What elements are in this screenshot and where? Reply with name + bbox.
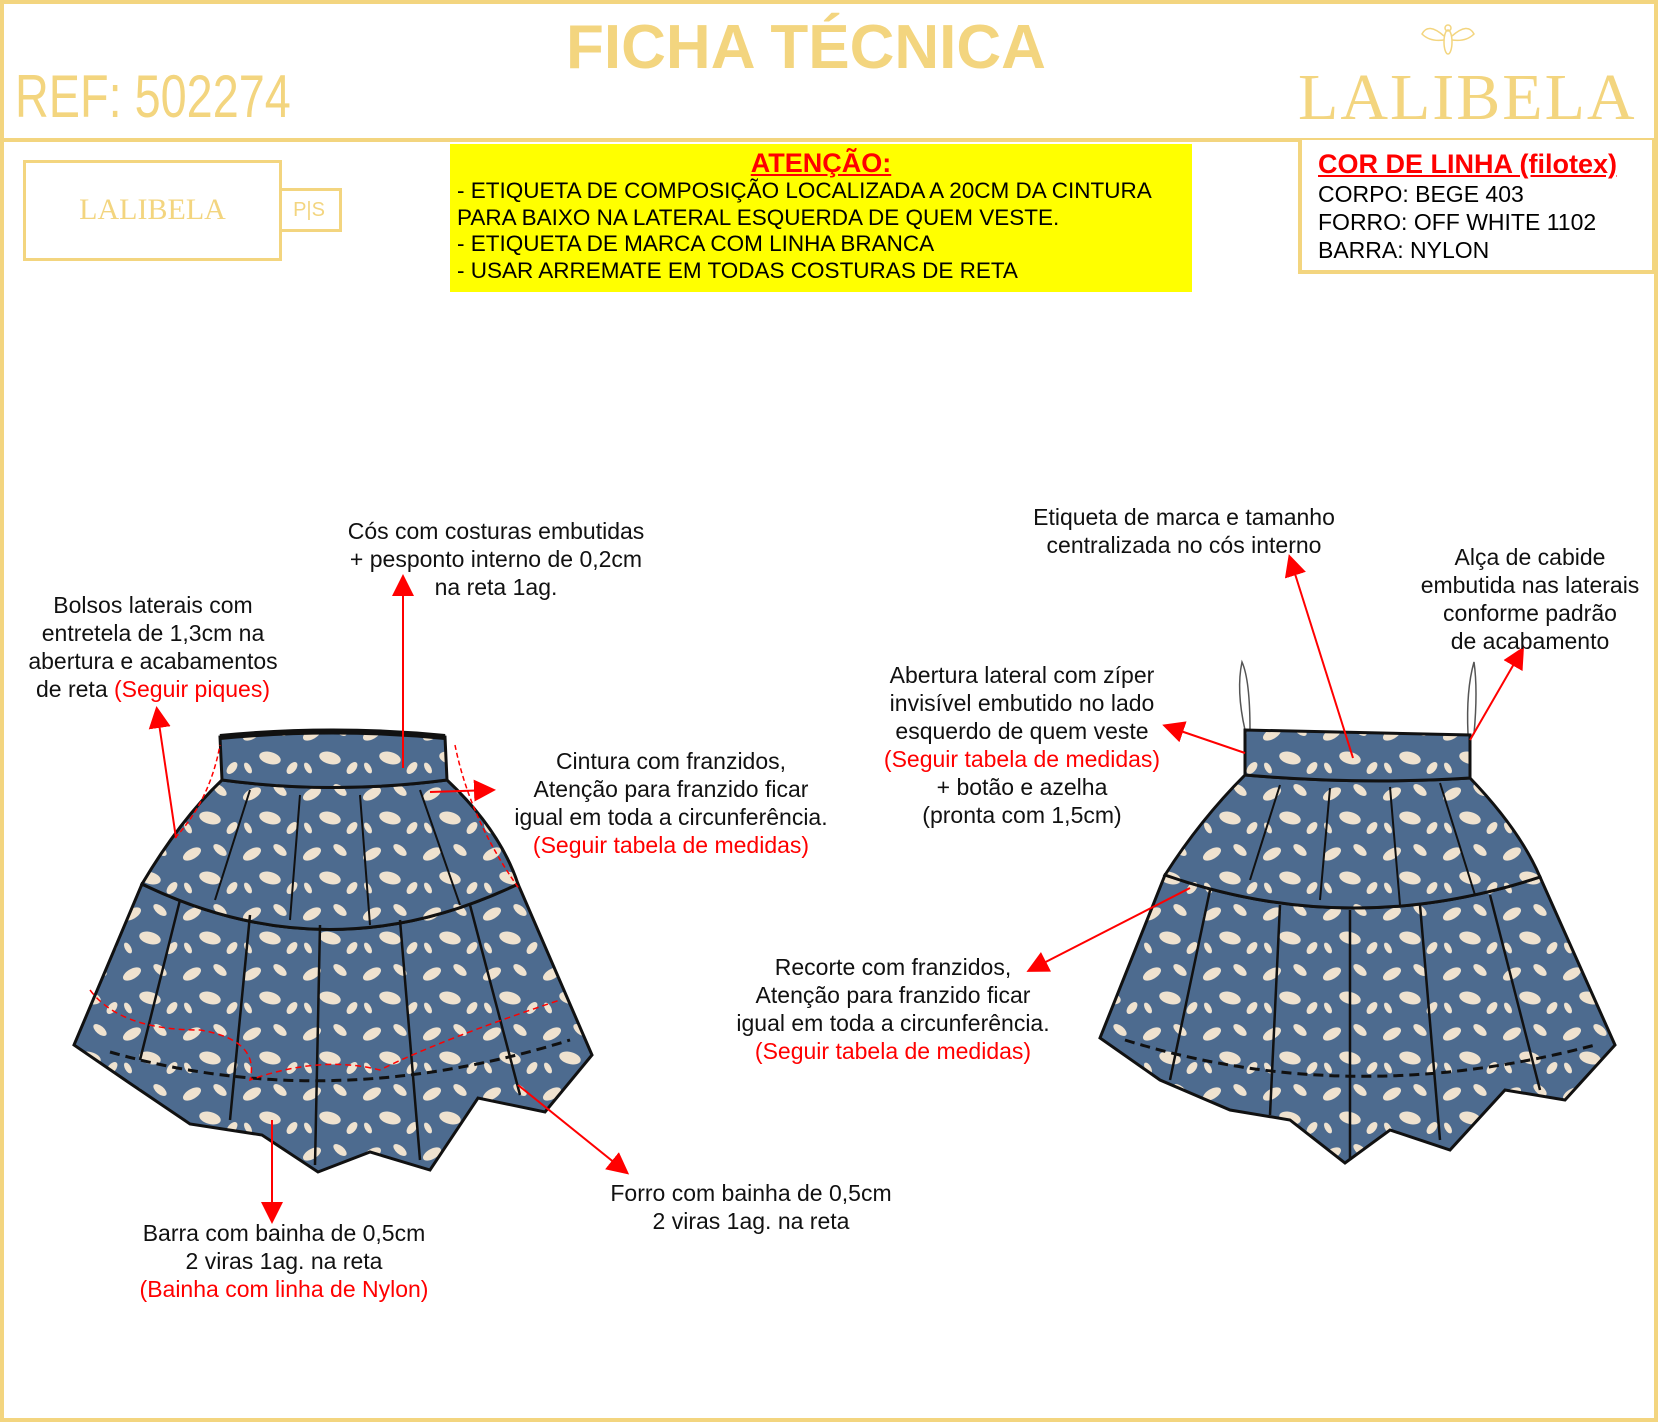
note-line: na reta 1ag. xyxy=(434,574,558,600)
note-waist-gathers: Cintura com franzidos, Atenção para fran… xyxy=(514,747,827,859)
attention-line: PARA BAIXO NA LATERAL ESQUERDA DE QUEM V… xyxy=(457,204,1060,230)
size-label: P|S xyxy=(279,188,342,232)
front-waistband xyxy=(218,731,449,789)
thread-lining: FORRO: OFF WHITE 1102 xyxy=(1318,209,1597,235)
brand-logo: LALIBELA xyxy=(1298,61,1637,134)
note-red-text: (Seguir piques) xyxy=(114,676,270,702)
page-title: FICHA TÉCNICA xyxy=(566,13,1046,82)
brand-label-sample: LALIBELA xyxy=(23,160,282,261)
attention-line: - ETIQUETA DE MARCA COM LINHA BRANCA xyxy=(457,231,935,256)
note-line: Atenção para franzido ficar xyxy=(533,776,809,802)
note-line: igual em toda a circunferência. xyxy=(514,804,828,830)
note-line: Alça de cabide xyxy=(1454,544,1606,570)
note-line: conforme padrão xyxy=(1443,600,1617,626)
note-line: Etiqueta de marca e tamanho xyxy=(1033,504,1335,530)
note-hanger-loop: Alça de cabide embutida nas laterais con… xyxy=(1421,543,1640,655)
back-strap-left xyxy=(1238,659,1251,731)
back-waistband xyxy=(1243,728,1472,783)
thread-hem: BARRA: NYLON xyxy=(1318,237,1490,263)
annotation-arrows xyxy=(148,554,1525,1224)
skirt-front-drawing xyxy=(72,728,594,1174)
note-line: entretela de 1,3cm na xyxy=(41,620,265,646)
arrow-alca xyxy=(1469,646,1525,741)
skirt-back-drawing xyxy=(1098,659,1617,1165)
note-line: de reta (Seguir piques) xyxy=(28,675,277,703)
note-line: Abertura lateral com zíper xyxy=(889,662,1155,688)
arrow-recorte xyxy=(1026,887,1191,972)
back-strap-right xyxy=(1466,661,1477,735)
thread-title: COR DE LINHA (filotex) xyxy=(1318,149,1617,179)
note-line: + botão e azelha xyxy=(936,774,1108,800)
note-red-text: (Seguir tabela de medidas) xyxy=(754,1038,1032,1064)
thread-body: CORPO: BEGE 403 xyxy=(1318,181,1524,207)
note-lining-hem: Forro com bainha de 0,5cm 2 viras 1ag. n… xyxy=(610,1179,891,1235)
note-red-text: (Seguir tabela de medidas) xyxy=(532,832,810,858)
note-brand-label: Etiqueta de marca e tamanho centralizada… xyxy=(1033,503,1335,559)
note-red-text: (Seguir tabela de medidas) xyxy=(883,746,1161,772)
arrow-etiqueta xyxy=(1284,554,1354,759)
note-line: Barra com bainha de 0,5cm xyxy=(142,1220,426,1246)
label-brand: LALIBELA xyxy=(79,193,226,226)
note-line: + pesponto interno de 0,2cm xyxy=(349,546,643,572)
note-line: igual em toda a circunferência. xyxy=(736,1010,1050,1036)
note-red-text: (Bainha com linha de Nylon) xyxy=(139,1276,429,1302)
arrow-abertura xyxy=(1162,721,1246,754)
note-tier-gathers: Recorte com franzidos, Atenção para fran… xyxy=(736,953,1049,1065)
note-line: de acabamento xyxy=(1450,628,1610,654)
bee-logo-icon xyxy=(1421,24,1475,55)
back-upper-tier xyxy=(1162,773,1543,910)
arrow-cintura xyxy=(429,779,496,802)
front-upper-tier xyxy=(139,778,520,931)
note-line: 2 viras 1ag. na reta xyxy=(185,1248,383,1274)
note-line: invisível embutido no lado xyxy=(889,690,1155,716)
attention-line: - USAR ARREMATE EM TODAS COSTURAS DE RET… xyxy=(457,257,1018,283)
note-side-zipper: Abertura lateral com zíper invisível emb… xyxy=(884,661,1160,829)
note-line: Cós com costuras embutidas xyxy=(347,518,645,544)
arrow-forro xyxy=(517,1084,630,1175)
note-line: centralizada no cós interno xyxy=(1046,532,1322,558)
attention-box: ATENÇÃO: - ETIQUETA DE COMPOSIÇÃO LOCALI… xyxy=(450,144,1192,292)
attention-line: - ETIQUETA DE COMPOSIÇÃO LOCALIZADA A 20… xyxy=(457,178,1152,203)
header-divider xyxy=(0,138,1658,142)
note-line: 2 viras 1ag. na reta xyxy=(652,1208,850,1234)
note-hem: Barra com bainha de 0,5cm 2 viras 1ag. n… xyxy=(140,1219,429,1303)
note-line: Cintura com franzidos, xyxy=(555,748,787,774)
note-line: embutida nas laterais xyxy=(1420,572,1640,598)
reference-number: REF: 502274 xyxy=(15,63,291,130)
note-line: Recorte com franzidos, xyxy=(774,954,1012,980)
note-line: abertura e acabamentos xyxy=(28,648,278,674)
attention-title: ATENÇÃO: xyxy=(750,148,892,178)
note-line: esquerdo de quem veste xyxy=(895,718,1149,744)
arrow-bolsos xyxy=(148,706,177,839)
thread-color-box: COR DE LINHA (filotex) CORPO: BEGE 403 F… xyxy=(1298,140,1656,274)
note-line: Forro com bainha de 0,5cm xyxy=(610,1180,892,1206)
note-line: (pronta com 1,5cm) xyxy=(922,802,1122,828)
note-text: de reta xyxy=(36,676,115,702)
note-line: Atenção para franzido ficar xyxy=(755,982,1031,1008)
note-pockets: Bolsos laterais com entretela de 1,3cm n… xyxy=(28,591,277,703)
note-waistband: Cós com costuras embutidas + pesponto in… xyxy=(348,517,645,601)
note-line: Bolsos laterais com xyxy=(53,592,253,618)
back-lower-tier xyxy=(1098,873,1617,1165)
